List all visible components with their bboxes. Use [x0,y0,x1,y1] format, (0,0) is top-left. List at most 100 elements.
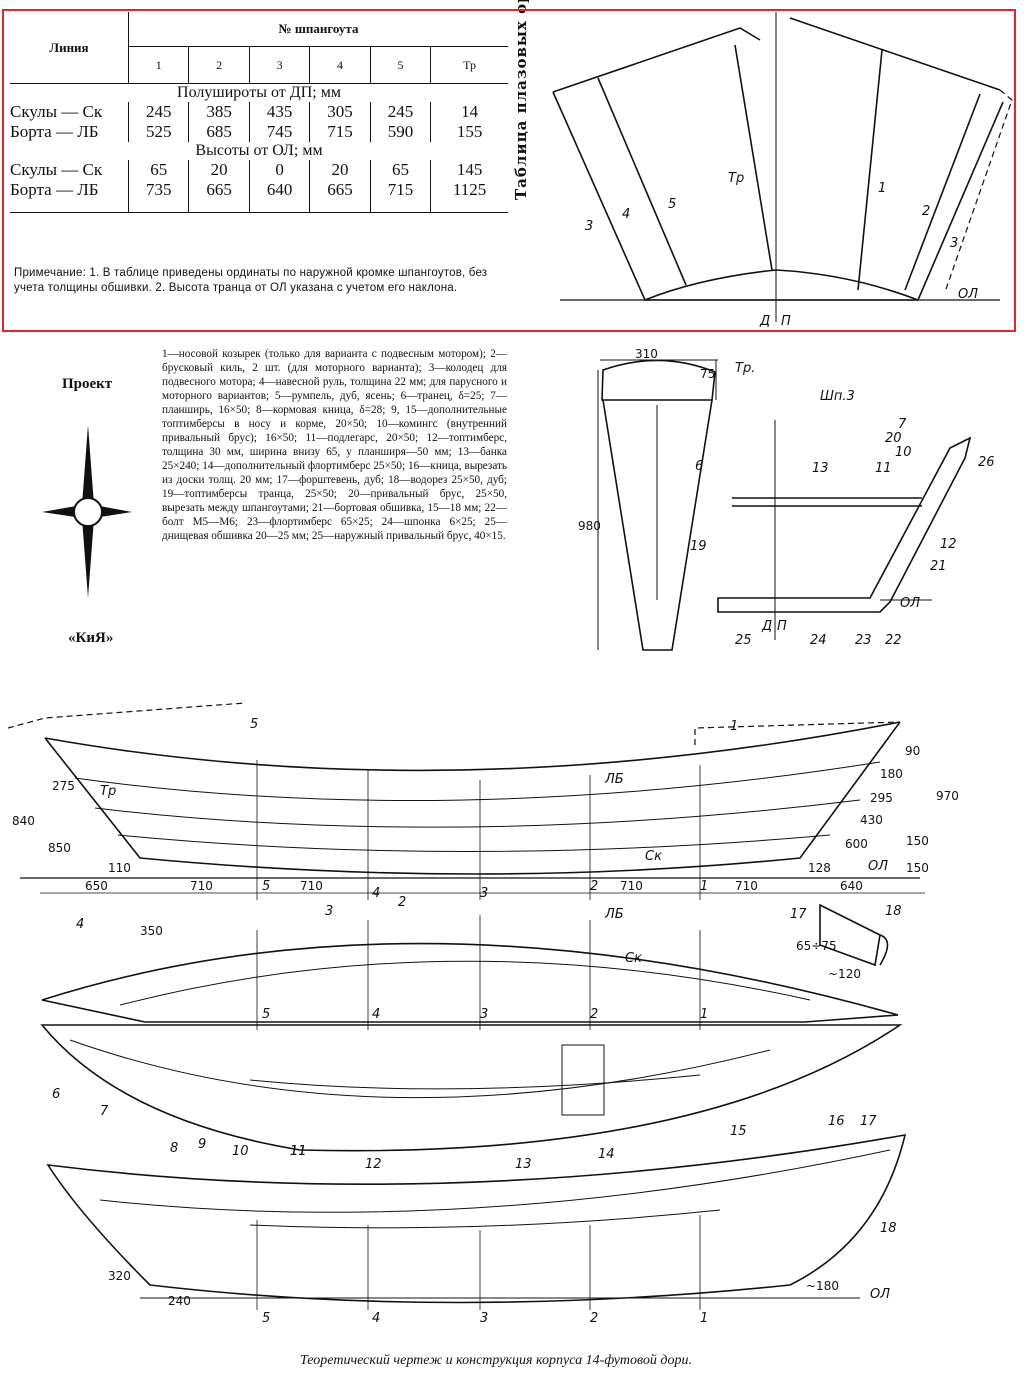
col-line-header: Линия [10,12,129,84]
table-cell: 745 [249,122,311,142]
profile-label: ОЛ [868,859,888,874]
profile-label: ЛБ [604,772,624,787]
frame-number: 2 [188,46,250,84]
stem-label: 18 [885,904,902,919]
transom-dim: 310 [635,347,658,361]
row-label: Скулы — Ск [10,160,129,180]
plan-label: 11 [290,1144,307,1159]
profile-label: Тр [100,784,116,799]
section-label: 12 [940,537,957,552]
profile-label: Ск [645,849,662,864]
plan-label: 7 [100,1104,109,1119]
profile-dim: 128 [808,861,831,875]
profile-label: 5 [262,879,270,894]
compass-star-icon [42,425,132,598]
section-label: 20 [885,431,902,446]
table-cell: 305 [309,102,371,122]
plan-label: 13 [515,1157,532,1172]
project-name: «КиЯ» [68,630,114,646]
plan-label: 9 [198,1137,206,1152]
col-frame-header: № шпангоута [128,12,508,47]
section-label: 24 [810,633,827,648]
table-cell: 715 [370,180,432,213]
table-cell: 65 [370,160,432,180]
profile-dim: 180 [880,767,903,781]
parts-legend: 1—носовой козырек (только для варианта с… [162,348,507,542]
profile-dim: 350 [140,924,163,938]
table-cell: 0 [249,160,311,180]
table-cell: 65 [128,160,190,180]
profile-label: 3 [480,886,488,901]
profile-dim: 275 [52,779,75,793]
offsets-table: Линия № шпангоута 1 2 3 4 5 Тр Полуширoт… [10,12,508,332]
profile-dim: 640 [840,879,863,893]
section-label: П [777,619,787,634]
table-cell: 245 [128,102,190,122]
frame-number: 1 [128,46,190,84]
profile-label: 2 [398,895,406,910]
table-cell: 385 [188,102,250,122]
table-cell: 640 [249,180,311,213]
table-cell: 735 [128,180,190,213]
profile-dim: 650 [85,879,108,893]
table-cell: 665 [309,180,371,213]
profile-label: 5 [250,717,258,732]
plan-label: 14 [598,1147,615,1162]
perspective-label: 16 [828,1114,845,1129]
profile-label: 4 [372,886,380,901]
frame-number: 3 [249,46,311,84]
plan-label: 1 [700,1007,708,1022]
section-label: 10 [895,445,912,460]
profile-dim: 970 [936,789,959,803]
profile-dim: 110 [108,861,131,875]
section-label: 26 [978,455,995,470]
perspective-label: 1 [700,1311,708,1326]
plan-label: 4 [372,1007,380,1022]
table-cell: 20 [188,160,250,180]
profile-dim: 150 [906,861,929,875]
stem-label: 17 [790,907,807,922]
row-label: Борта — ЛБ [10,180,129,213]
table-cell: 245 [370,102,432,122]
table-cell: 1125 [430,180,508,213]
section-label: 13 [812,461,829,476]
stem-dim: 65÷75 [796,939,837,953]
profile-label: 2 [590,879,598,894]
profile-dim: 710 [300,879,323,893]
transom-label: 19 [690,539,707,554]
perspective-label: 3 [480,1311,488,1326]
section-half-widths-title: Полуширoты от ДП; мм [177,84,341,101]
hull-profile-drawing [7,702,925,900]
perspective-label: 4 [372,1311,380,1326]
section-label: 7 [898,417,907,432]
perspective-dim: 240 [168,1294,191,1308]
plan-label: 6 [52,1087,60,1102]
transom-label: 6 [695,459,703,474]
perspective-label: 5 [262,1311,270,1326]
hull-plan-drawing [41,915,899,1030]
perspective-label: 17 [860,1114,877,1129]
transom-dim: 75 [700,367,715,381]
plan-label: Ск [625,951,642,966]
table-cell: 14 [461,102,479,121]
plan-label: 12 [365,1157,382,1172]
row-label: Борта — ЛБ [10,122,129,142]
profile-label: 1 [700,879,708,894]
table-cell: 525 [128,122,190,142]
transom-dim: 980 [578,519,601,533]
section-label: 21 [930,559,947,574]
frame-number: 5 [370,46,432,84]
table-cell: 20 [309,160,371,180]
perspective-dim: ~180 [806,1279,839,1293]
table-cell: 685 [188,122,250,142]
profile-label: 4 [76,917,84,932]
stem-detail-drawing [819,903,889,967]
section-label: 11 [875,461,892,476]
profile-dim: 295 [870,791,893,805]
profile-label: 1 [730,719,738,734]
profile-dim: 600 [845,837,868,851]
perspective-dim: 320 [108,1269,131,1283]
section-drawing [717,420,972,640]
section-heights-title: Высоты от ОЛ; мм [195,142,323,159]
profile-dim: 710 [620,879,643,893]
